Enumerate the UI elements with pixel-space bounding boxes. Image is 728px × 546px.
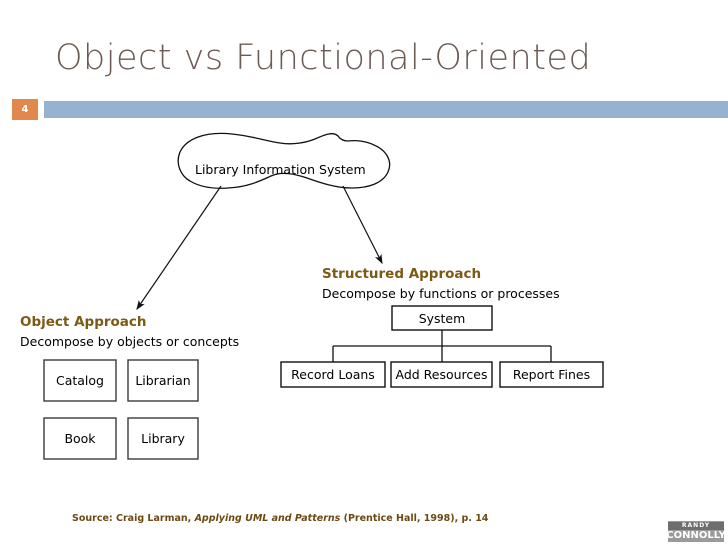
randy-connolly-logo: RANDY CONNOLLY — [668, 521, 724, 542]
object-box-label-librarian: Librarian — [135, 373, 191, 388]
structured-box-system — [391, 305, 493, 331]
page-title: Object vs Functional-Oriented — [55, 38, 592, 78]
structured-box-label-add-resources: Add Resources — [395, 367, 488, 382]
structured-box-report-fines — [499, 361, 604, 388]
cloud-label: Library Information System — [195, 162, 366, 177]
structured-box-label-record-loans: Record Loans — [291, 367, 375, 382]
logo-bottom-text: CONNOLLY — [668, 529, 724, 541]
structured-box-label-system: System — [418, 310, 466, 326]
object-box-label-book: Book — [64, 431, 96, 446]
library-information-system-cloud — [177, 132, 391, 189]
structured-box-add-resources — [390, 361, 493, 388]
header-accent-band — [44, 101, 728, 118]
slide-number-badge: 4 — [12, 99, 38, 120]
object-approach-subtitle: Decompose by objects or concepts — [20, 334, 240, 349]
structured-box-record-loans — [280, 361, 386, 388]
object-box-label-library: Library — [141, 431, 185, 446]
logo-top-text: RANDY — [668, 521, 724, 530]
structured-approach-subtitle: Decompose by functions or processes — [322, 286, 560, 301]
source-prefix: Source: Craig Larman, — [72, 513, 195, 524]
object-box-label-catalog: Catalog — [55, 373, 104, 388]
object-box-librarian — [127, 359, 199, 402]
object-box-book — [43, 417, 117, 460]
source-citation: Source: Craig Larman, Applying UML and P… — [72, 513, 488, 524]
object-approach-heading: Object Approach — [20, 314, 147, 330]
structured-approach-heading: Structured Approach — [322, 266, 482, 282]
object-box-library — [127, 417, 199, 460]
source-work-title: Applying UML and Patterns — [194, 513, 341, 524]
source-suffix: (Prentice Hall, 1998), p. 14 — [340, 513, 489, 524]
arrow-to-object-approach — [136, 185, 222, 310]
arrow-to-structured-approach — [342, 185, 383, 265]
structured-box-label-report-fines: Report Fines — [512, 367, 591, 382]
object-box-catalog — [43, 359, 117, 402]
